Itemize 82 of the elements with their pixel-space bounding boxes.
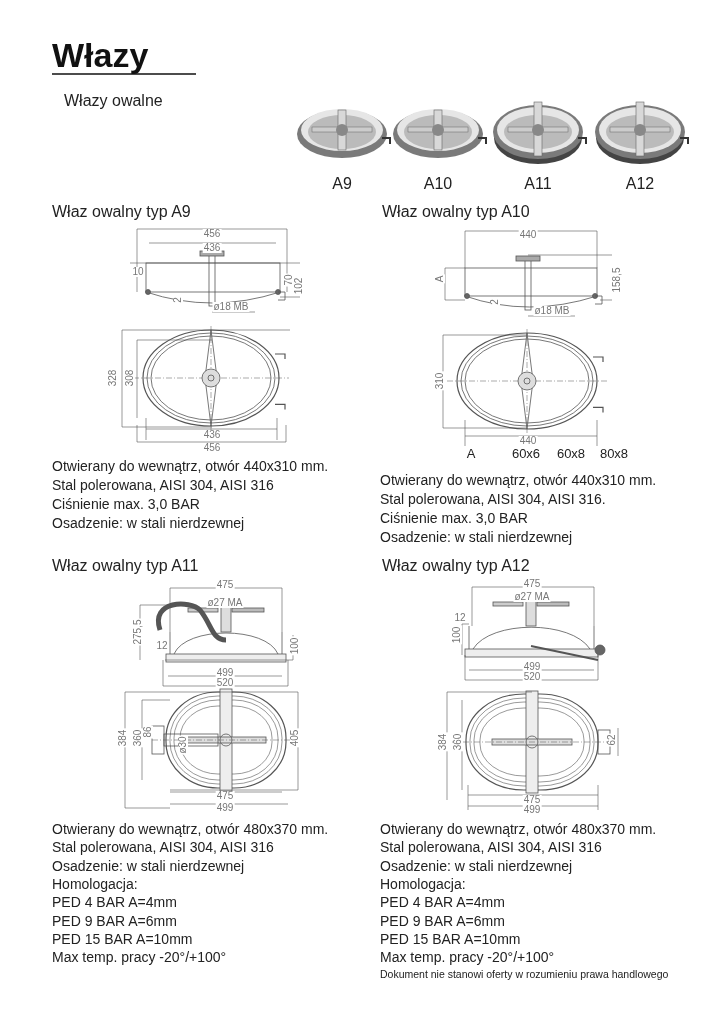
dimension-label: 2	[490, 298, 500, 306]
dimension-label: 475	[215, 580, 235, 590]
dimension-label: 360	[453, 732, 463, 752]
spec-text: PED 15 BAR A=10mm	[52, 931, 193, 946]
dimension-label: ø18 MB	[533, 306, 571, 316]
spec-text: Homologacja:	[52, 876, 138, 891]
spec-text: Stal polerowana, AISI 304, AISI 316.	[380, 492, 606, 506]
dimension-label: 70	[284, 273, 294, 287]
footnote: Dokument nie stanowi oferty w rozumieniu prawa handlowego	[380, 969, 669, 980]
dimension-label: 100	[452, 625, 462, 645]
section-heading: Właz owalny typ A11	[52, 558, 199, 574]
spec-text: PED 9 BAR A=6mm	[52, 913, 177, 928]
dimension-label: 405	[290, 728, 300, 748]
spec-text: PED 4 BAR A=4mm	[52, 895, 177, 910]
dimension-label: 520	[215, 678, 235, 688]
dimension-label: 310	[435, 371, 445, 391]
dimension-label: 12	[155, 641, 169, 651]
spec-text: Otwierany do wewnątrz, otwór 440x310 mm.	[380, 473, 657, 487]
table-cell: 60x6	[511, 446, 541, 460]
dimension-label: 499	[215, 668, 235, 678]
dimension-label: 436	[202, 243, 222, 253]
dimension-label: 440	[518, 436, 538, 446]
dimension-label: 475	[215, 791, 235, 801]
dimension-label: 102	[294, 276, 304, 296]
spec-text: Stal polerowana, AISI 304, AISI 316	[52, 840, 274, 855]
model-label: A9	[332, 176, 352, 192]
table-cell: 80x8	[599, 446, 629, 460]
spec-text: Osadzenie: w stali nierdzewnej	[52, 516, 245, 530]
spec-text: PED 4 BAR A=4mm	[380, 895, 505, 910]
dimension-label: ø18 MB	[212, 302, 250, 312]
dimension-label: 456	[202, 443, 222, 453]
model-label: A10	[423, 176, 453, 192]
section-heading: Właz owalny typ A9	[52, 204, 191, 220]
dimension-label: 360	[133, 728, 143, 748]
dimension-label: 308	[125, 368, 135, 388]
dimension-label: 10	[131, 267, 145, 277]
dimension-label: 328	[108, 368, 118, 388]
dimension-label: 100	[290, 636, 300, 656]
dimension-label: 475	[522, 795, 542, 805]
dimension-label: 456	[202, 229, 222, 239]
spec-text: Max temp. pracy -20°/+100°	[52, 950, 227, 965]
dimension-label: 86	[143, 725, 153, 739]
spec-text: Ciśnienie max. 3,0 BAR	[380, 511, 528, 525]
spec-text: Homologacja:	[380, 876, 466, 891]
spec-text: Otwierany do wewnątrz, otwór 440x310 mm.	[52, 459, 329, 473]
table-cell: 60x8	[556, 446, 586, 460]
dimension-label: 436	[202, 430, 222, 440]
spec-text: Stal polerowana, AISI 304, AISI 316	[52, 478, 274, 492]
section-heading: Właz owalny typ A12	[382, 558, 530, 574]
dimension-label: 158,5	[612, 266, 622, 294]
dimension-label: 475	[522, 579, 542, 589]
dimension-label: 499	[215, 803, 235, 813]
dimension-label: 2	[173, 296, 183, 304]
spec-text: Otwierany do wewnątrz, otwór 480x370 mm.	[52, 822, 329, 836]
dimension-label: ø30	[178, 735, 188, 755]
model-label: A12	[625, 176, 655, 192]
dimension-label: 520	[522, 672, 542, 682]
spec-text: Osadzenie: w stali nierdzewnej	[380, 858, 573, 873]
model-label: A11	[524, 176, 552, 192]
spec-text: Max temp. pracy -20°/+100°	[380, 950, 555, 965]
spec-text: PED 15 BAR A=10mm	[380, 931, 521, 946]
dimension-label: 499	[522, 805, 542, 815]
table-cell: A	[466, 446, 476, 460]
spec-text: Osadzenie: w stali nierdzewnej	[52, 858, 245, 873]
spec-text: Otwierany do wewnątrz, otwór 480x370 mm.	[380, 822, 657, 836]
dimension-label: 384	[118, 728, 128, 748]
spec-text: PED 9 BAR A=6mm	[380, 913, 505, 928]
dimension-label: 12	[453, 613, 467, 623]
dimension-label: 384	[438, 732, 448, 752]
spec-text: Osadzenie: w stali nierdzewnej	[380, 530, 573, 544]
page-title: Włazy	[52, 38, 149, 72]
dimension-label: 440	[518, 230, 538, 240]
spec-text: Stal polerowana, AISI 304, AISI 316	[380, 840, 602, 855]
dimension-label: ø27 MA	[513, 592, 551, 602]
section-heading: Włazy owalne	[64, 93, 163, 109]
spec-text: Ciśnienie max. 3,0 BAR	[52, 497, 200, 511]
dimension-label: 499	[522, 662, 542, 672]
dimension-label: A	[435, 274, 445, 284]
section-heading: Właz owalny typ A10	[382, 204, 530, 220]
dimension-label: ø27 MA	[206, 598, 244, 608]
dimension-label: 275,5	[133, 618, 143, 646]
dimension-label: 62	[607, 733, 617, 747]
